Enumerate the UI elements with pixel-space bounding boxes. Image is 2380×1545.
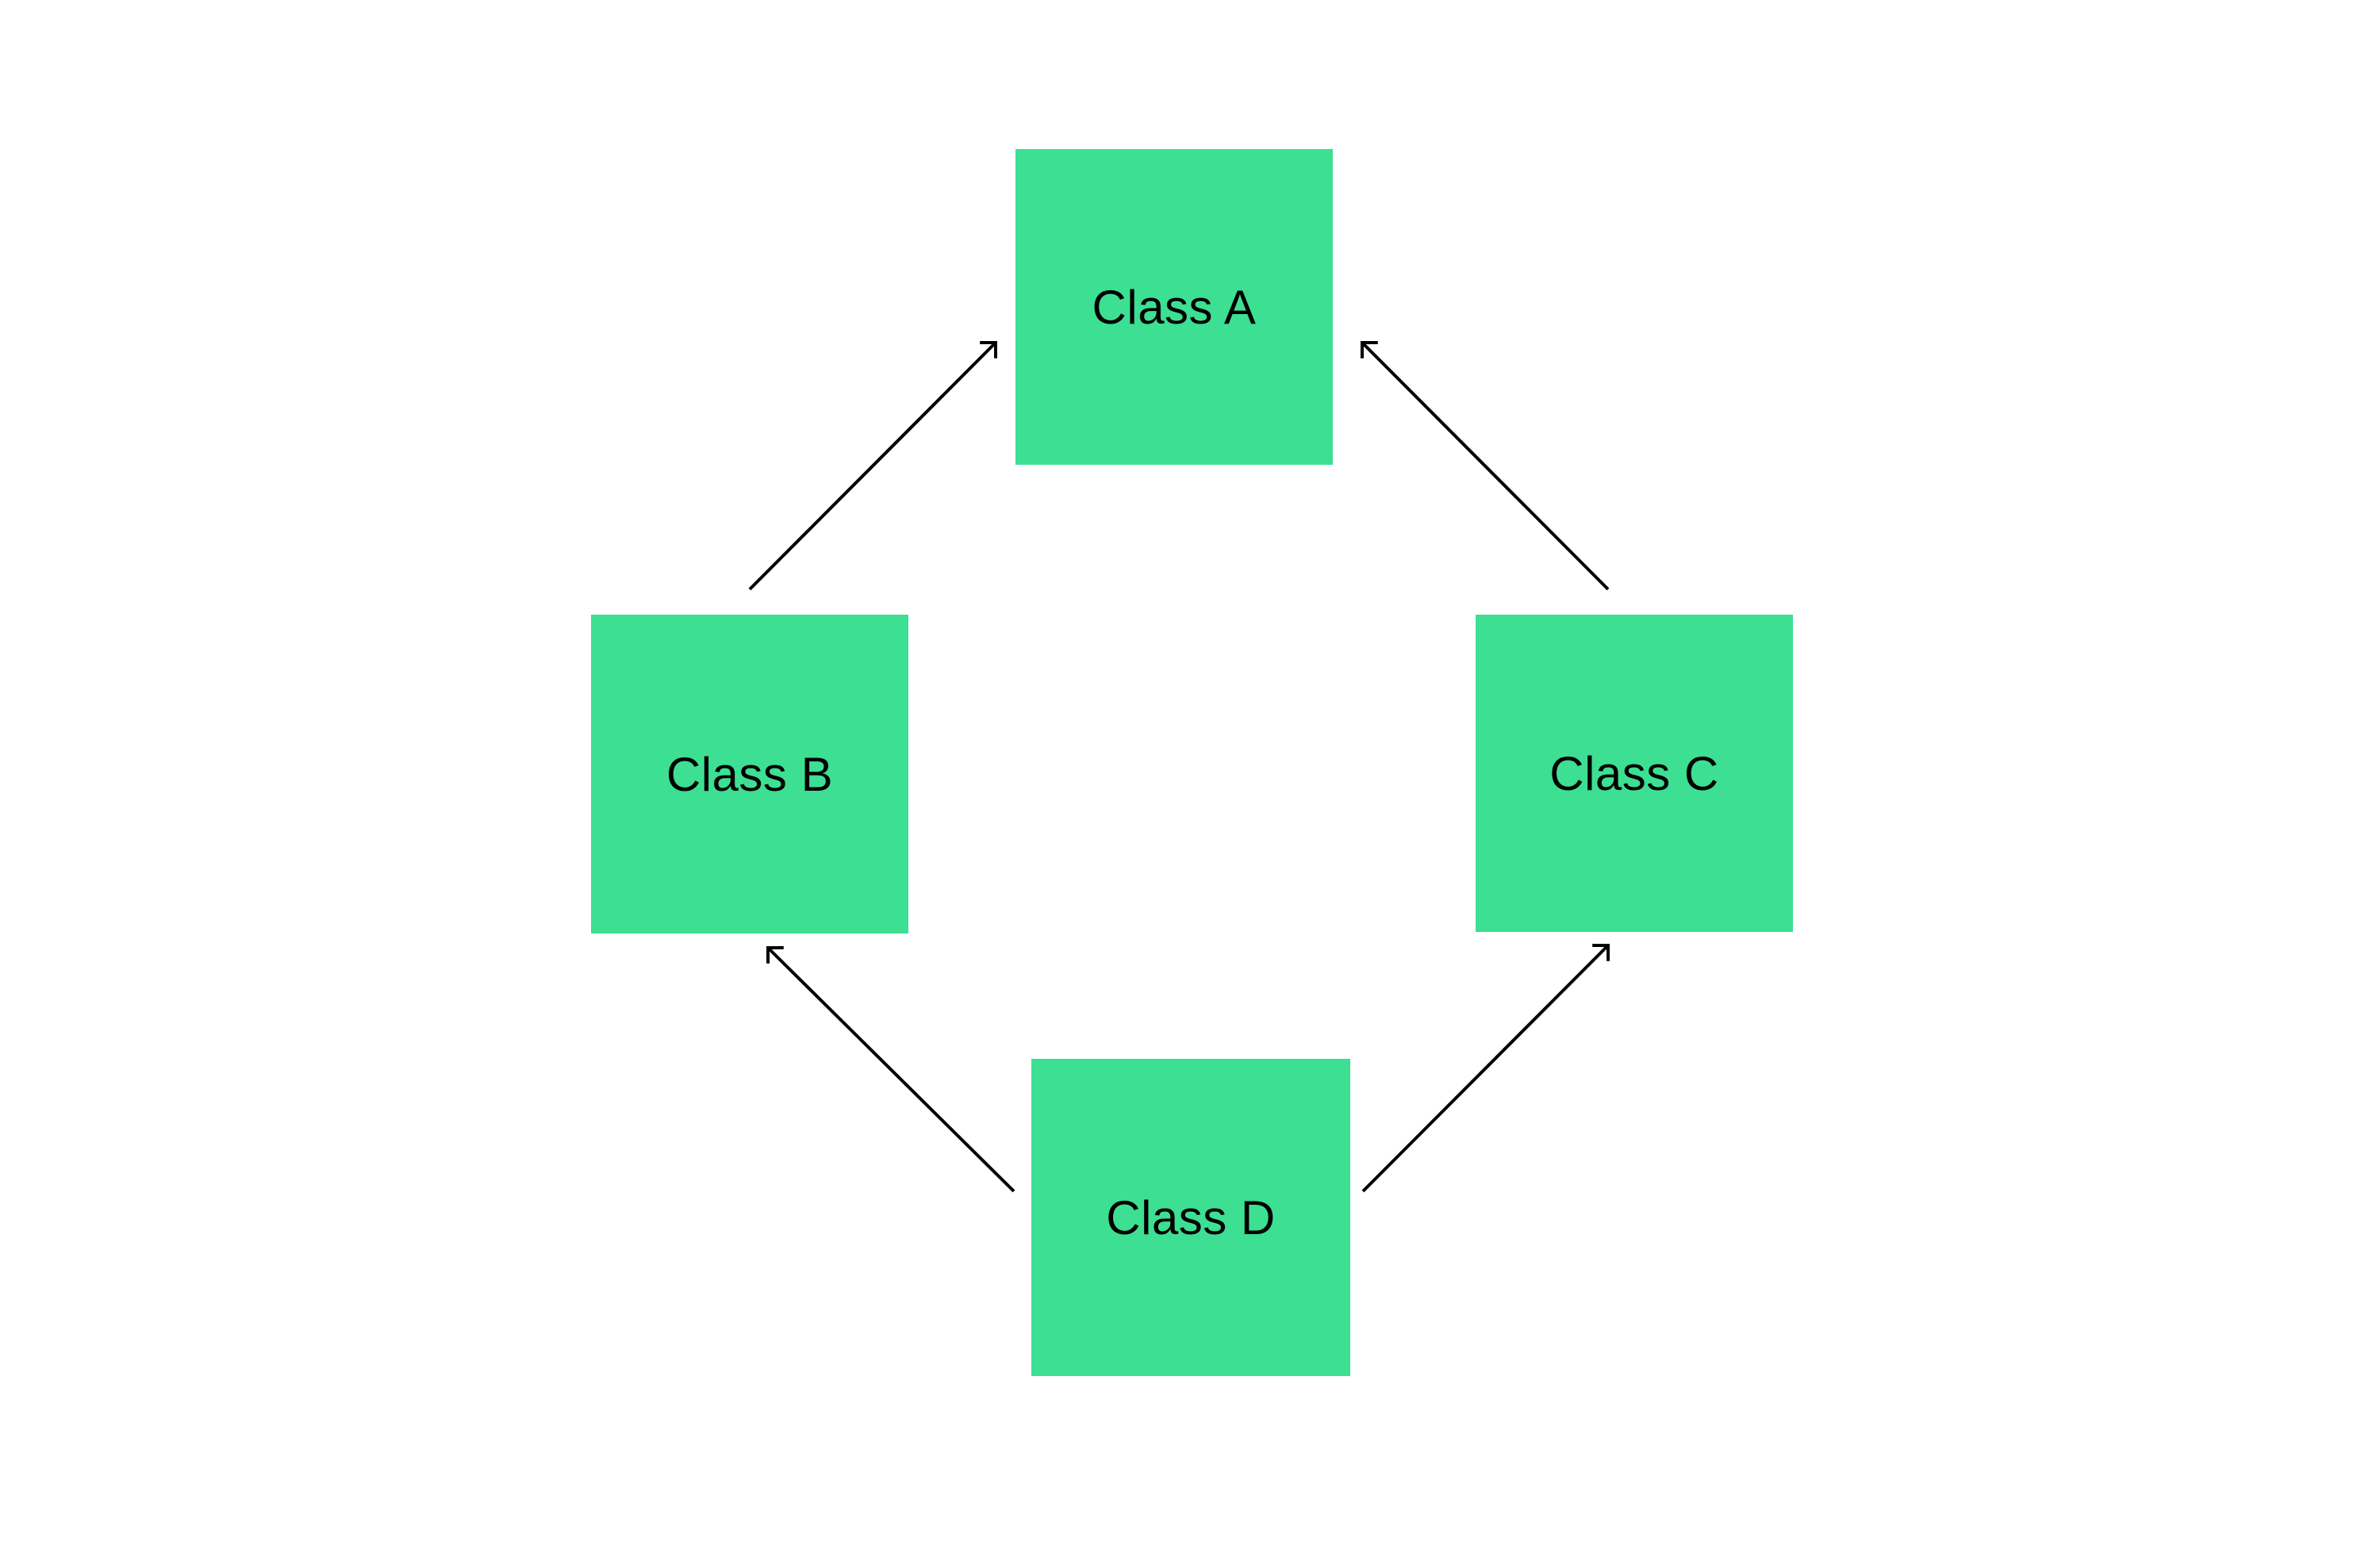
node-class-b-label: Class B (666, 747, 834, 801)
node-class-d[interactable]: Class D (1031, 1059, 1350, 1376)
node-class-d-label: Class D (1106, 1190, 1276, 1244)
node-class-a[interactable]: Class A (1015, 149, 1333, 465)
node-class-c[interactable]: Class C (1476, 615, 1793, 932)
node-class-b[interactable]: Class B (591, 615, 908, 934)
edge-classB-to-classA[interactable] (748, 340, 998, 591)
edge-classC-to-classA[interactable] (1360, 340, 1610, 591)
node-class-c-label: Class C (1549, 746, 1719, 800)
node-class-a-label: Class A (1092, 280, 1257, 334)
edge-classD-to-classB[interactable] (766, 945, 1015, 1193)
edge-classD-to-classC[interactable] (1361, 943, 1610, 1193)
